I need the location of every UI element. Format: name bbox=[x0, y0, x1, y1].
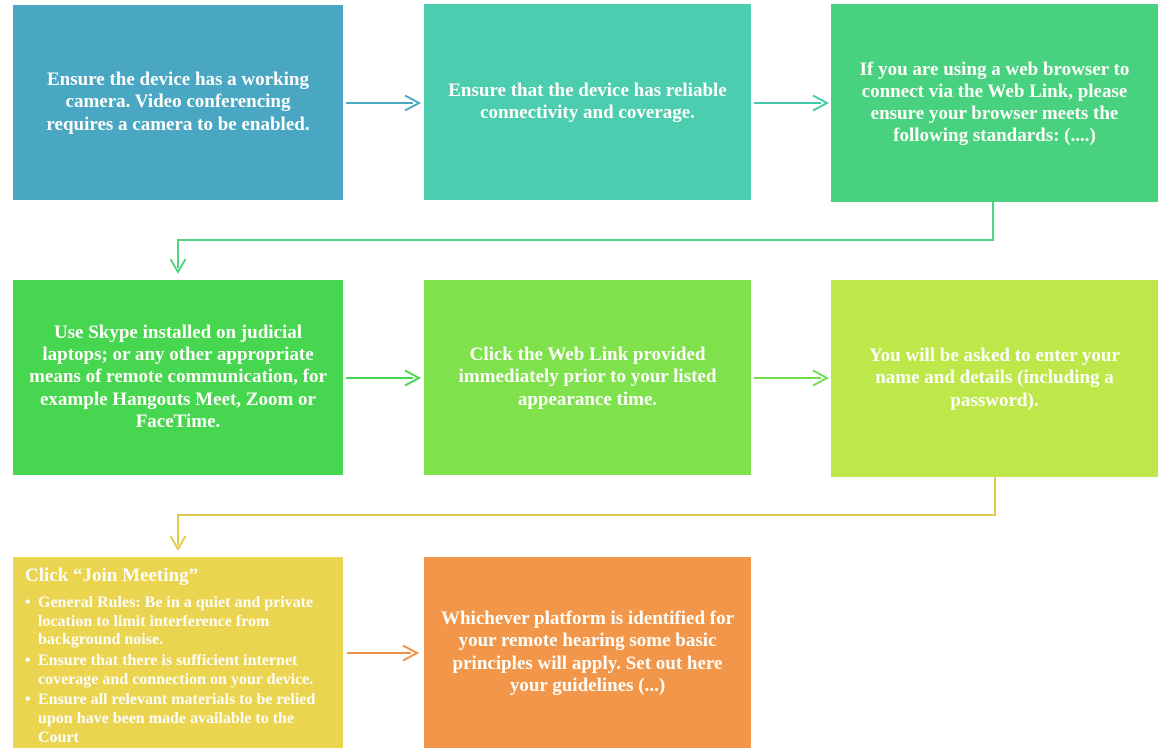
step-7-bullet: Ensure all relevant materials to be reli… bbox=[25, 691, 333, 747]
step-7-box: Click “Join Meeting” General Rules: Be i… bbox=[13, 557, 343, 748]
step-7-title: Click “Join Meeting” bbox=[25, 565, 199, 586]
step-7-bullet-list: General Rules: Be in a quiet and private… bbox=[25, 594, 333, 748]
step-6-text: You will be asked to enter your name and… bbox=[869, 345, 1120, 411]
connector-step1-step2 bbox=[346, 94, 422, 112]
step-5-box: Click the Web Link provided immediately … bbox=[424, 280, 751, 475]
step-3-text: If you are using a web browser to connec… bbox=[859, 58, 1130, 147]
connector-step7-step8 bbox=[347, 644, 420, 662]
connector-step5-step6 bbox=[754, 369, 830, 387]
connector-step2-step3 bbox=[754, 94, 830, 112]
step-3-box: If you are using a web browser to connec… bbox=[831, 4, 1158, 202]
connector-step6-step7 bbox=[169, 477, 996, 552]
connector-step4-step5 bbox=[346, 369, 422, 387]
step-1-text: Ensure the device has a working camera. … bbox=[46, 69, 310, 135]
step-5-text: Click the Web Link provided immediately … bbox=[458, 344, 717, 410]
step-1-box: Ensure the device has a working camera. … bbox=[13, 5, 343, 200]
step-2-text: Ensure that the device has reliable conn… bbox=[448, 79, 727, 123]
step-8-box: Whichever platform is identified for you… bbox=[424, 557, 751, 748]
step-8-text: Whichever platform is identified for you… bbox=[440, 608, 735, 696]
step-6-box: You will be asked to enter your name and… bbox=[831, 280, 1158, 477]
connector-step3-step4 bbox=[169, 202, 994, 275]
step-7-bullet: General Rules: Be in a quiet and private… bbox=[25, 594, 333, 650]
step-4-text: Use Skype installed on judicial laptops;… bbox=[29, 321, 327, 432]
step-2-box: Ensure that the device has reliable conn… bbox=[424, 4, 751, 200]
step-7-bullet: Ensure that there is sufficient internet… bbox=[25, 652, 333, 689]
step-4-box: Use Skype installed on judicial laptops;… bbox=[13, 280, 343, 475]
